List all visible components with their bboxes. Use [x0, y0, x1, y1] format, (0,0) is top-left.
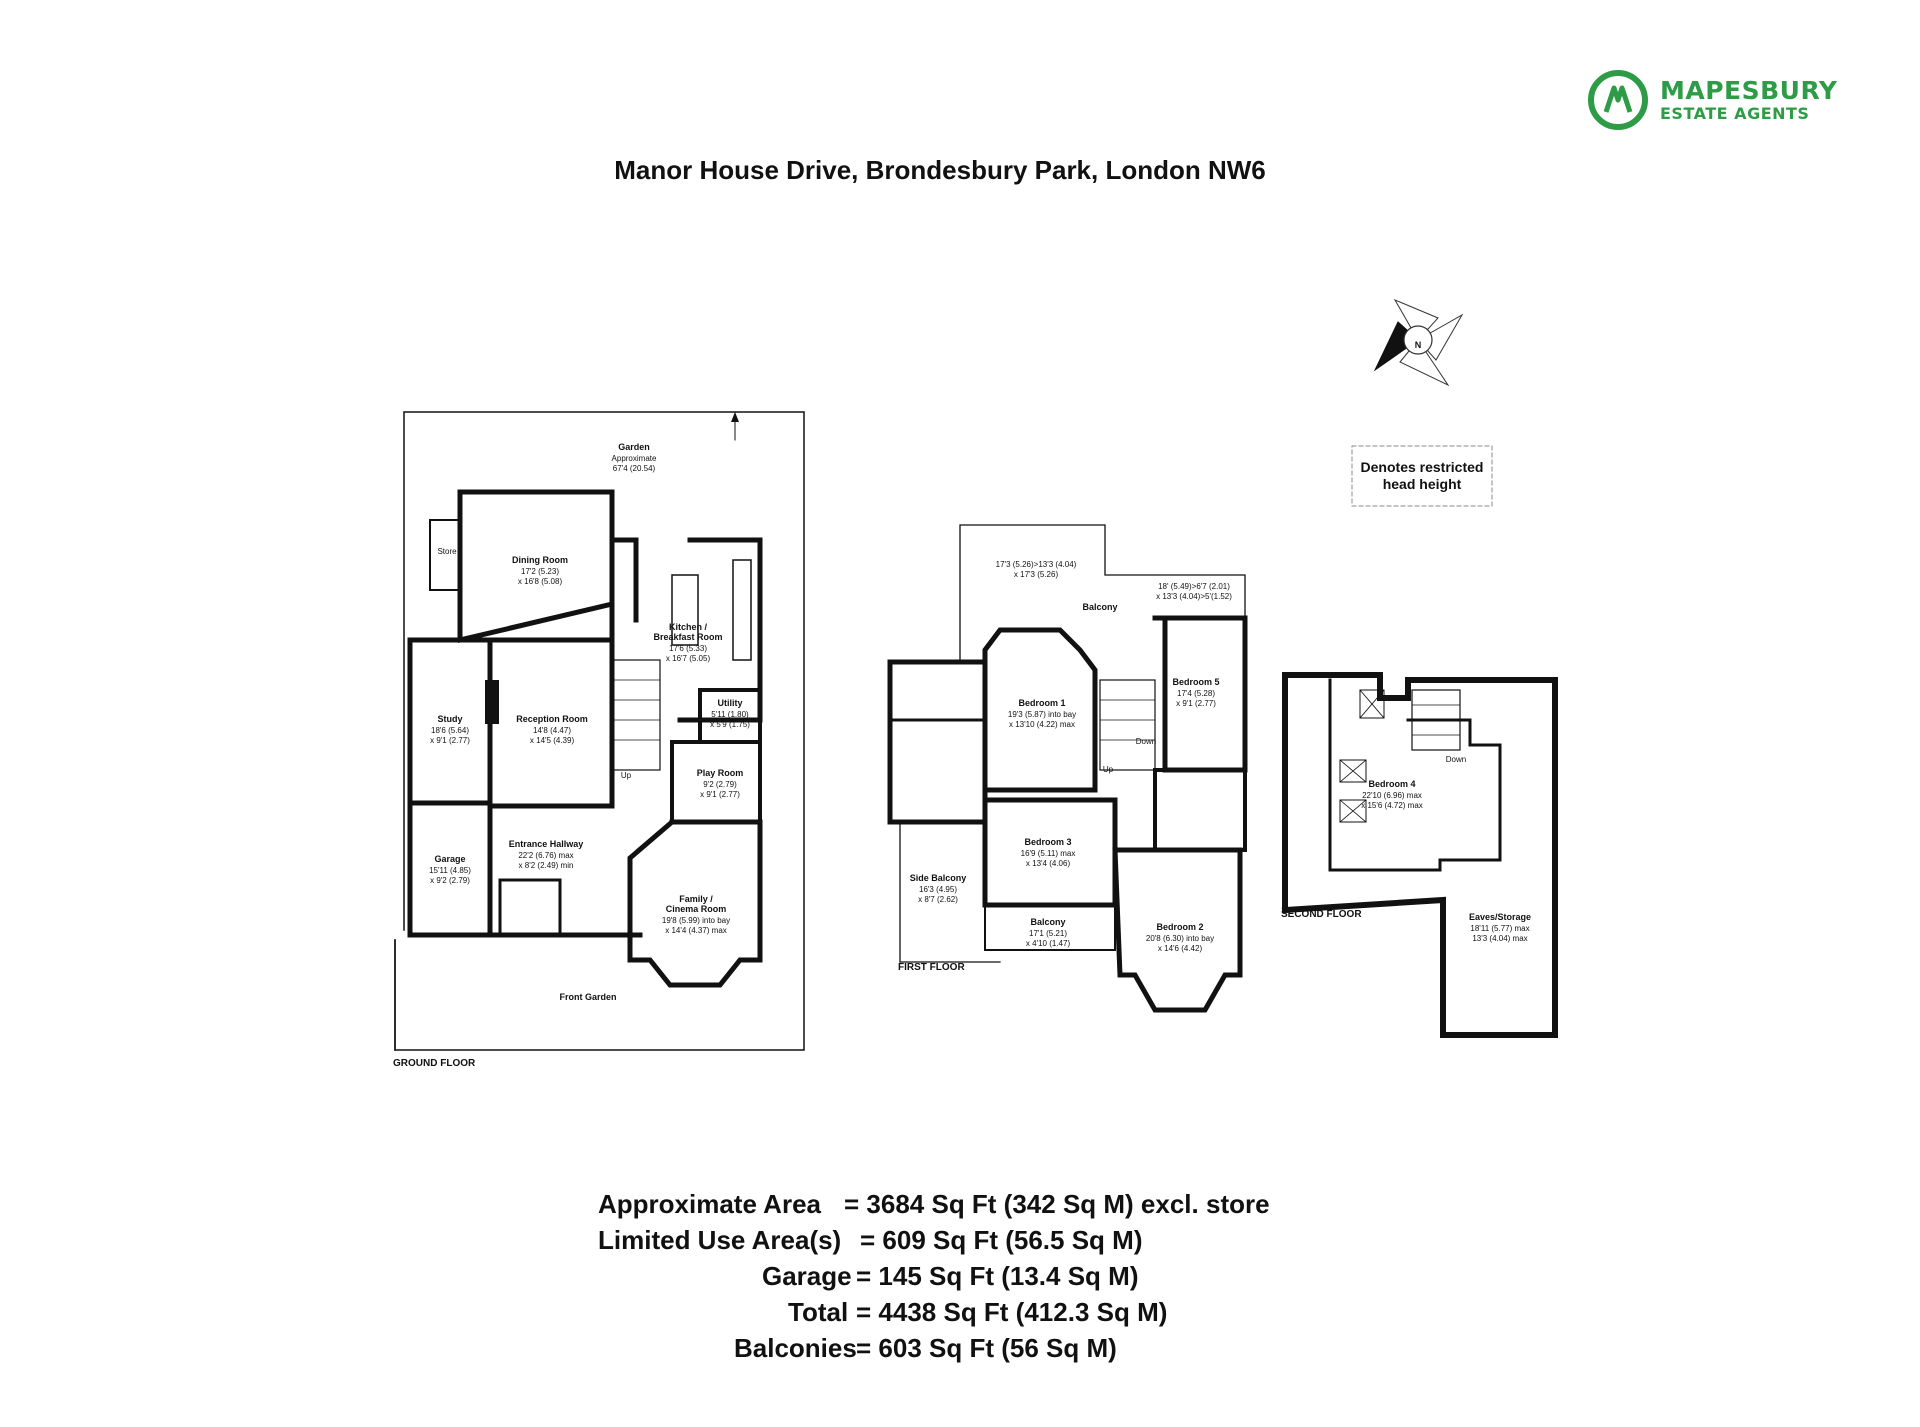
ground-floor-plan [394, 411, 805, 1051]
balcony-mid-dim2: x 4'10 (1.47) [1026, 939, 1071, 948]
area-row-total: Total= 4438 Sq Ft (412.3 Sq M) [788, 1294, 1167, 1330]
study-dim1: 18'6 (5.64) [431, 726, 469, 735]
front-garden-label: Front Garden [559, 992, 616, 1002]
area-label: Garage [762, 1261, 852, 1291]
area-row-limited-use: Limited Use Area(s) = 609 Sq Ft (56.5 Sq … [598, 1222, 1142, 1258]
eaves-storage-dim2: 13'3 (4.04) max [1472, 934, 1527, 943]
side-balcony-dim1: 16'3 (4.95) [919, 885, 957, 894]
bedroom-5-dim2: x 9'1 (2.77) [1176, 699, 1216, 708]
side-balcony-dim2: x 8'7 (2.62) [918, 895, 958, 904]
ground-stairs-up-label: Up [621, 771, 632, 780]
side-balcony-label: Side Balcony [910, 873, 967, 883]
garage-label: Garage [434, 854, 465, 864]
garden-label: Garden [618, 442, 650, 452]
brand-mark-icon [1588, 70, 1648, 130]
utility-dim1: 5'11 (1.80) [711, 710, 749, 719]
area-value: = 4438 Sq Ft (412.3 Sq M) [856, 1297, 1168, 1327]
bedroom-4-dim1: 22'10 (6.96) max [1362, 791, 1422, 800]
kitchen-dim1: 17'6 (5.33) [669, 644, 707, 653]
dining-room-dim2: x 16'8 (5.08) [518, 577, 563, 586]
legend-line2: head height [1383, 476, 1462, 492]
first-floor-plan [887, 524, 1248, 1013]
balcony-top-label: Balcony [1082, 602, 1117, 612]
balcony-mid-label: Balcony [1030, 917, 1065, 927]
second-floor-label: SECOND FLOOR [1281, 909, 1362, 920]
store-label: Store [437, 547, 457, 556]
brand-logo: MAPESBURY ESTATE AGENTS [1586, 66, 1837, 136]
second-floor-plan [1281, 672, 1558, 1038]
brand-subtitle: ESTATE AGENTS [1660, 104, 1810, 123]
ground-floor-label: GROUND FLOOR [393, 1058, 476, 1069]
garage-dim2: x 9'2 (2.79) [430, 876, 470, 885]
garden-dim1: Approximate [612, 454, 657, 463]
bedroom-2-dim2: x 14'6 (4.42) [1158, 944, 1203, 953]
entrance-hallway-dim2: x 8'2 (2.49) min [519, 861, 574, 870]
balcony-top-right-dim2: x 13'3 (4.04)>5'(1.52) [1156, 592, 1232, 601]
dining-room-dim1: 17'2 (5.23) [521, 567, 559, 576]
area-value: = 609 Sq Ft (56.5 Sq M) [860, 1225, 1143, 1255]
entrance-hallway-label: Entrance Hallway [509, 839, 584, 849]
dining-room-label: Dining Room [512, 555, 568, 565]
area-label: Balconies [734, 1333, 857, 1363]
area-value: = 603 Sq Ft (56 Sq M) [856, 1333, 1117, 1363]
bedroom-5-label: Bedroom 5 [1172, 677, 1219, 687]
reception-room-dim2: x 14'5 (4.39) [530, 736, 575, 745]
bedroom-2-dim1: 20'8 (6.30) into bay [1146, 934, 1214, 943]
play-room-dim1: 9'2 (2.79) [703, 780, 737, 789]
legend-box [1351, 445, 1493, 507]
reception-room-label: Reception Room [516, 714, 588, 724]
family-room-dim1: 19'8 (5.99) into bay [662, 916, 730, 925]
area-row-approximate: Approximate Area = 3684 Sq Ft (342 Sq M) … [598, 1186, 1270, 1222]
bedroom-4-dim2: x 15'6 (4.72) max [1361, 801, 1423, 810]
study-label: Study [437, 714, 462, 724]
family-room-label: Family / [679, 894, 713, 904]
first-stairs-down-label: Down [1136, 737, 1156, 746]
bedroom-5-dim1: 17'4 (5.28) [1177, 689, 1215, 698]
area-row-garage: Garage= 145 Sq Ft (13.4 Sq M) [762, 1258, 1138, 1294]
compass-north-label: N [1415, 340, 1422, 350]
bedroom-1-label: Bedroom 1 [1018, 698, 1065, 708]
balcony-top-left-dim2: x 17'3 (5.26) [1014, 570, 1059, 579]
play-room-label: Play Room [697, 768, 744, 778]
area-label: Limited Use Area(s) [598, 1225, 842, 1255]
balcony-top-left-dim1: 17'3 (5.26)>13'3 (4.04) [996, 560, 1077, 569]
brand-name: MAPESBURY [1660, 76, 1838, 105]
bedroom-3-label: Bedroom 3 [1024, 837, 1071, 847]
utility-label: Utility [717, 698, 742, 708]
entrance-hallway-dim1: 22'2 (6.76) max [518, 851, 573, 860]
bedroom-4-label: Bedroom 4 [1368, 779, 1415, 789]
kitchen-label-2: Breakfast Room [653, 632, 722, 642]
area-row-balconies: Balconies= 603 Sq Ft (56 Sq M) [734, 1330, 1117, 1366]
first-stairs-up-label: Up [1103, 765, 1114, 774]
legend-line1: Denotes restricted [1361, 459, 1484, 475]
bedroom-1-dim2: x 13'10 (4.22) max [1009, 720, 1075, 729]
area-value: = 3684 Sq Ft (342 Sq M) excl. store [844, 1189, 1270, 1219]
area-value: = 145 Sq Ft (13.4 Sq M) [856, 1261, 1139, 1291]
play-room-dim2: x 9'1 (2.77) [700, 790, 740, 799]
family-room-label-2: Cinema Room [666, 904, 727, 914]
bedroom-2-label: Bedroom 2 [1156, 922, 1203, 932]
bedroom-3-dim2: x 13'4 (4.06) [1026, 859, 1071, 868]
bedroom-3-dim1: 16'9 (5.11) max [1021, 849, 1076, 858]
utility-dim2: x 5'9 (1.75) [710, 720, 750, 729]
study-dim2: x 9'1 (2.77) [430, 736, 470, 745]
reception-room-dim1: 14'8 (4.47) [533, 726, 571, 735]
page-title: Manor House Drive, Brondesbury Park, Lon… [614, 155, 1266, 185]
garden-dim2: 67'4 (20.54) [613, 464, 656, 473]
area-label: Total [788, 1297, 849, 1327]
compass-icon [1373, 298, 1464, 387]
first-floor-label: FIRST FLOOR [898, 962, 965, 973]
eaves-storage-dim1: 18'11 (5.77) max [1470, 924, 1529, 933]
area-label: Approximate Area [598, 1189, 821, 1219]
kitchen-label: Kitchen / [669, 622, 708, 632]
balcony-mid-dim1: 17'1 (5.21) [1029, 929, 1067, 938]
bedroom-1-dim1: 19'3 (5.87) into bay [1008, 710, 1076, 719]
balcony-top-right-dim1: 18' (5.49)>6'7 (2.01) [1158, 582, 1230, 591]
garage-dim1: 15'11 (4.85) [429, 866, 471, 875]
kitchen-dim2: x 16'7 (5.05) [666, 654, 711, 663]
second-stairs-down-label: Down [1446, 755, 1466, 764]
eaves-storage-label: Eaves/Storage [1469, 912, 1531, 922]
family-room-dim2: x 14'4 (4.37) max [665, 926, 727, 935]
